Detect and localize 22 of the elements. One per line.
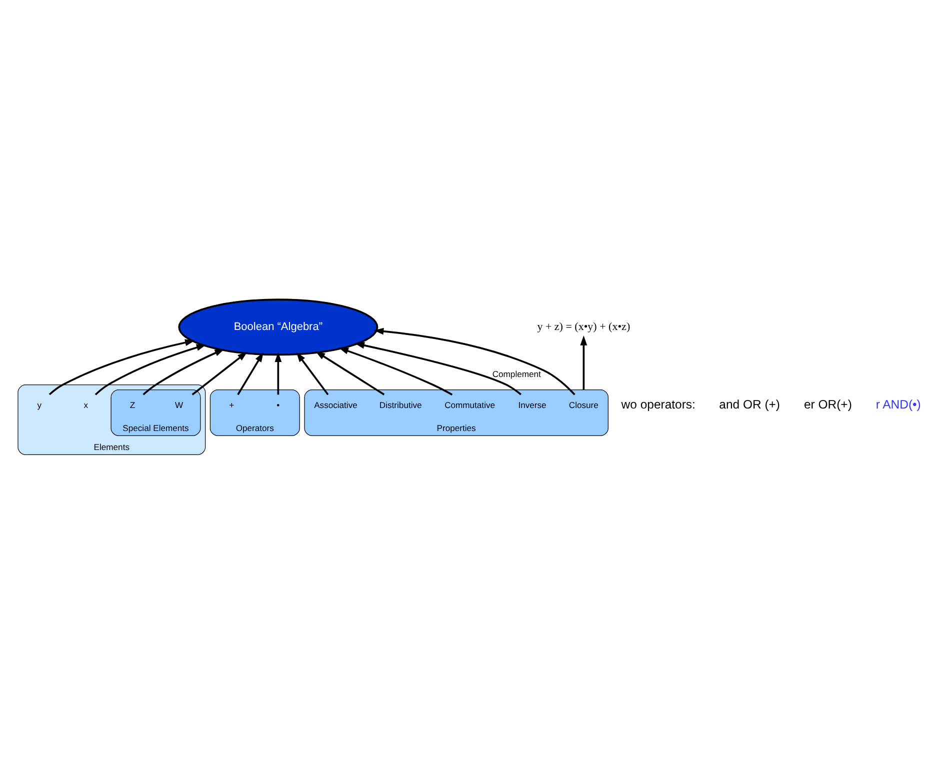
node-text: Commutative bbox=[444, 400, 496, 410]
node-text: W bbox=[174, 400, 184, 410]
node-text: Inverse bbox=[518, 400, 546, 410]
arrow bbox=[94, 344, 206, 396]
arrow bbox=[274, 352, 282, 395]
label: r AND(•) bbox=[876, 398, 921, 412]
label: wo operators: bbox=[621, 398, 696, 412]
label: and OR (+) bbox=[719, 398, 780, 412]
node-text: Associative bbox=[314, 400, 358, 410]
node-text: Distributive bbox=[379, 400, 422, 410]
edge-label: Complement bbox=[492, 369, 541, 380]
node-text: Z bbox=[130, 400, 136, 410]
node-text: • bbox=[276, 400, 280, 410]
arrow bbox=[48, 339, 195, 396]
label: er OR(+) bbox=[804, 398, 852, 412]
node-text: + bbox=[229, 400, 234, 410]
arrow bbox=[580, 336, 588, 390]
node-text: Closure bbox=[568, 400, 598, 410]
node-text: y bbox=[37, 400, 42, 410]
node-text: x bbox=[84, 400, 88, 410]
node-text: y + z) = (x•y) + (x•z) bbox=[537, 320, 630, 333]
arrow bbox=[374, 328, 576, 396]
